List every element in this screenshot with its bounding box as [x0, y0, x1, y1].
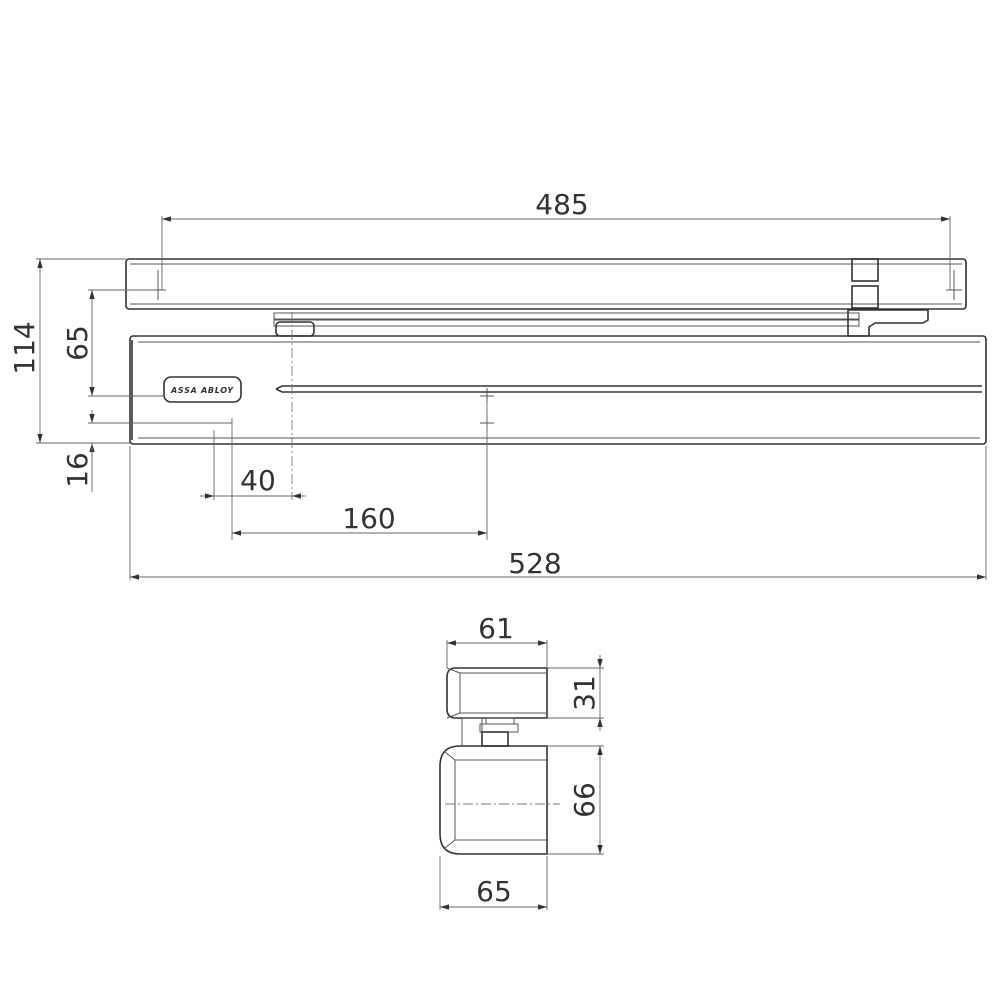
dim-65-side: 65 — [476, 875, 512, 908]
dim-528: 528 — [508, 547, 561, 580]
dim-40: 40 — [240, 464, 276, 497]
dim-485: 485 — [535, 188, 588, 221]
side-view: 61 31 66 65 — [439, 612, 604, 910]
closer-body: ASSA ABLOY — [129, 335, 987, 445]
dim-61: 61 — [478, 612, 514, 645]
dim-160: 160 — [342, 502, 395, 535]
dim-16: 16 — [61, 452, 94, 488]
dim-65: 65 — [61, 325, 94, 361]
dim-114: 114 — [8, 321, 41, 374]
brand-logo-plate — [163, 376, 242, 403]
dim-66: 66 — [568, 782, 601, 818]
brand-logo: ASSA ABLOY — [170, 386, 234, 395]
arm — [273, 309, 929, 337]
slide-rail — [125, 258, 967, 310]
dim-31: 31 — [568, 675, 601, 711]
front-dimensions: 485 114 65 16 40 160 528 — [8, 188, 986, 580]
